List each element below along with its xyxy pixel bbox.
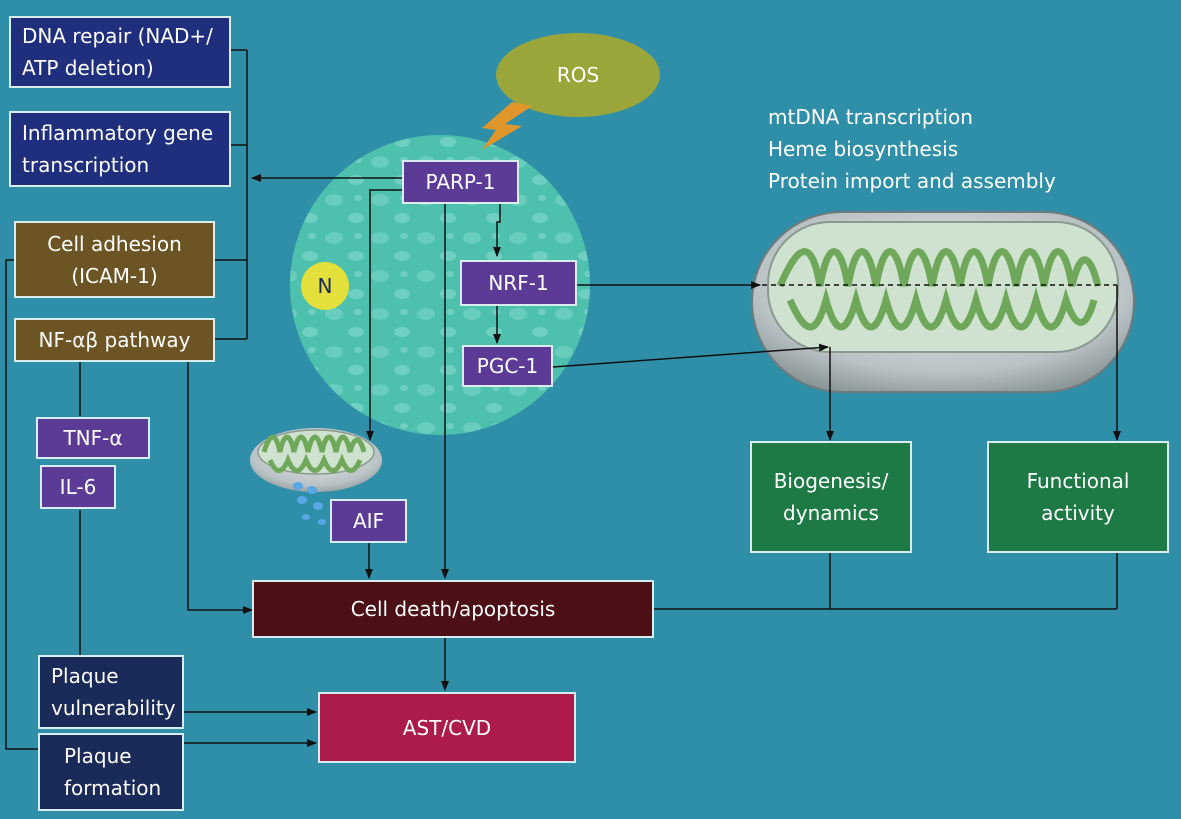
functional-activity-box: Functional activity <box>987 441 1169 553</box>
ast-cvd-box: AST/CVD <box>318 692 576 763</box>
tnf-alpha-box: TNF-α <box>36 417 150 459</box>
lightning-bolt-icon <box>482 102 532 150</box>
ros-ellipse <box>496 33 660 117</box>
connectors <box>5 49 1121 750</box>
nrf1-box: NRF-1 <box>460 260 577 306</box>
mito-function-2: Heme biosynthesis <box>768 137 959 161</box>
ros-label: ROS <box>556 63 600 87</box>
pgc1-box: PGC-1 <box>462 345 553 387</box>
inflammatory-gene-box: Inflammatory gene transcription <box>9 111 231 187</box>
nf-kb-pathway-box: NF-αβ pathway <box>14 318 215 362</box>
cell-adhesion-box: Cell adhesion (ICAM-1) <box>14 221 215 298</box>
n-circle <box>301 262 349 310</box>
plaque-formation-box: Plaque formation <box>38 733 184 811</box>
vesicles <box>293 482 326 525</box>
dna-repair-box: DNA repair (NAD+/ ATP deletion) <box>9 16 231 88</box>
plaque-vulnerability-box: Plaque vulnerability <box>38 655 184 729</box>
cell-death-box: Cell death/apoptosis <box>252 580 654 638</box>
aif-box: AIF <box>330 499 407 543</box>
parp1-box: PARP-1 <box>402 160 519 204</box>
il6-box: IL-6 <box>40 465 116 509</box>
biogenesis-box: Biogenesis/ dynamics <box>750 441 912 553</box>
mito-function-3: Protein import and assembly <box>768 169 1056 193</box>
nucleus-n-label: N <box>317 274 333 298</box>
mito-function-1: mtDNA transcription <box>768 105 973 129</box>
mitochondrion-large <box>751 211 1135 393</box>
mitochondrion-small <box>250 428 382 492</box>
